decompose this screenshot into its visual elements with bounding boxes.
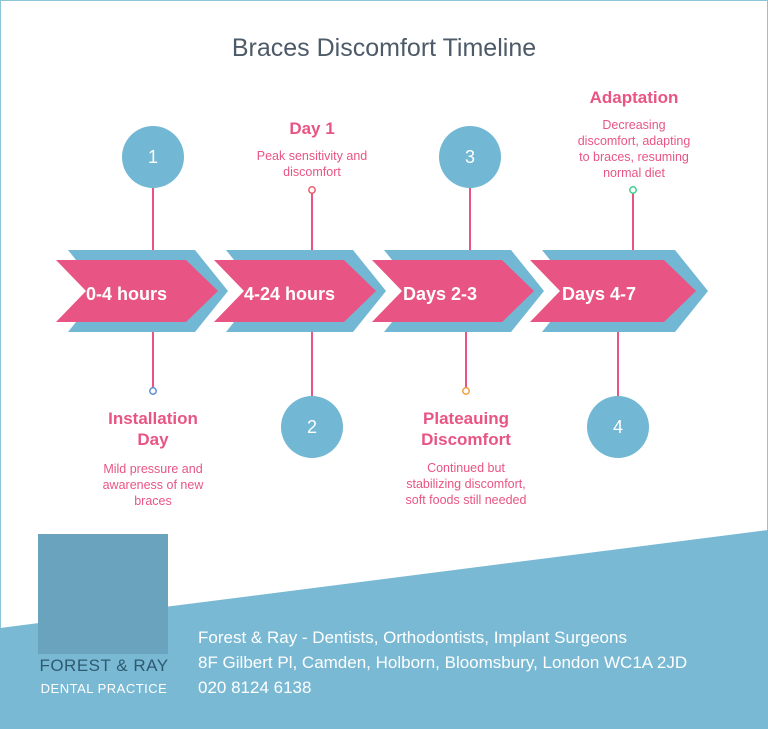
step-number-2: 2 <box>281 396 343 458</box>
chevron-front-1 <box>56 260 218 322</box>
stage-heading-3: Plateauing Discomfort <box>421 409 511 449</box>
stage-description-2: Peak sensitivity and discomfort <box>256 149 368 179</box>
logo-box <box>38 534 168 654</box>
page-title: Braces Discomfort Timeline <box>231 34 537 62</box>
connector-dot-4 <box>629 186 637 194</box>
stage-label-3: Days 2-3 <box>403 284 478 304</box>
stage-heading-2: Day 1 <box>289 119 335 138</box>
footer-line-practice: Forest & Ray - Dentists, Orthodontists, … <box>198 628 627 647</box>
step-number-1: 1 <box>122 126 184 188</box>
chevron-front-4 <box>530 260 696 322</box>
stage-description-1: Mild pressure and awareness of new brace… <box>102 462 204 508</box>
connector-dot-1 <box>149 387 157 395</box>
footer-background <box>0 530 768 729</box>
step-number-4: 4 <box>587 396 649 458</box>
connector-dot-3 <box>462 387 470 395</box>
stage-description-4: Decreasing discomfort, adapting to brace… <box>577 118 691 180</box>
step-number-3: 3 <box>439 126 501 188</box>
stage-description-3: Continued but stabilizing discomfort, so… <box>405 461 527 507</box>
chevron-front-3 <box>372 260 534 322</box>
stage-heading-1: Installation Day <box>108 409 198 449</box>
stage-label-1: 0-4 hours <box>86 284 168 304</box>
stage-label-4: Days 4-7 <box>562 284 637 304</box>
stage-label-2: 4-24 hours <box>244 284 336 304</box>
stage-heading-4: Adaptation <box>589 88 679 107</box>
connector-dot-2 <box>308 186 316 194</box>
footer-line-address: 8F Gilbert Pl, Camden, Holborn, Bloomsbu… <box>198 653 688 672</box>
footer-line-phone: 020 8124 6138 <box>198 678 312 697</box>
brand-subtitle: DENTAL PRACTICE <box>40 681 168 696</box>
chevron-front-2 <box>214 260 376 322</box>
brand-name: FOREST & RAY <box>39 656 169 675</box>
